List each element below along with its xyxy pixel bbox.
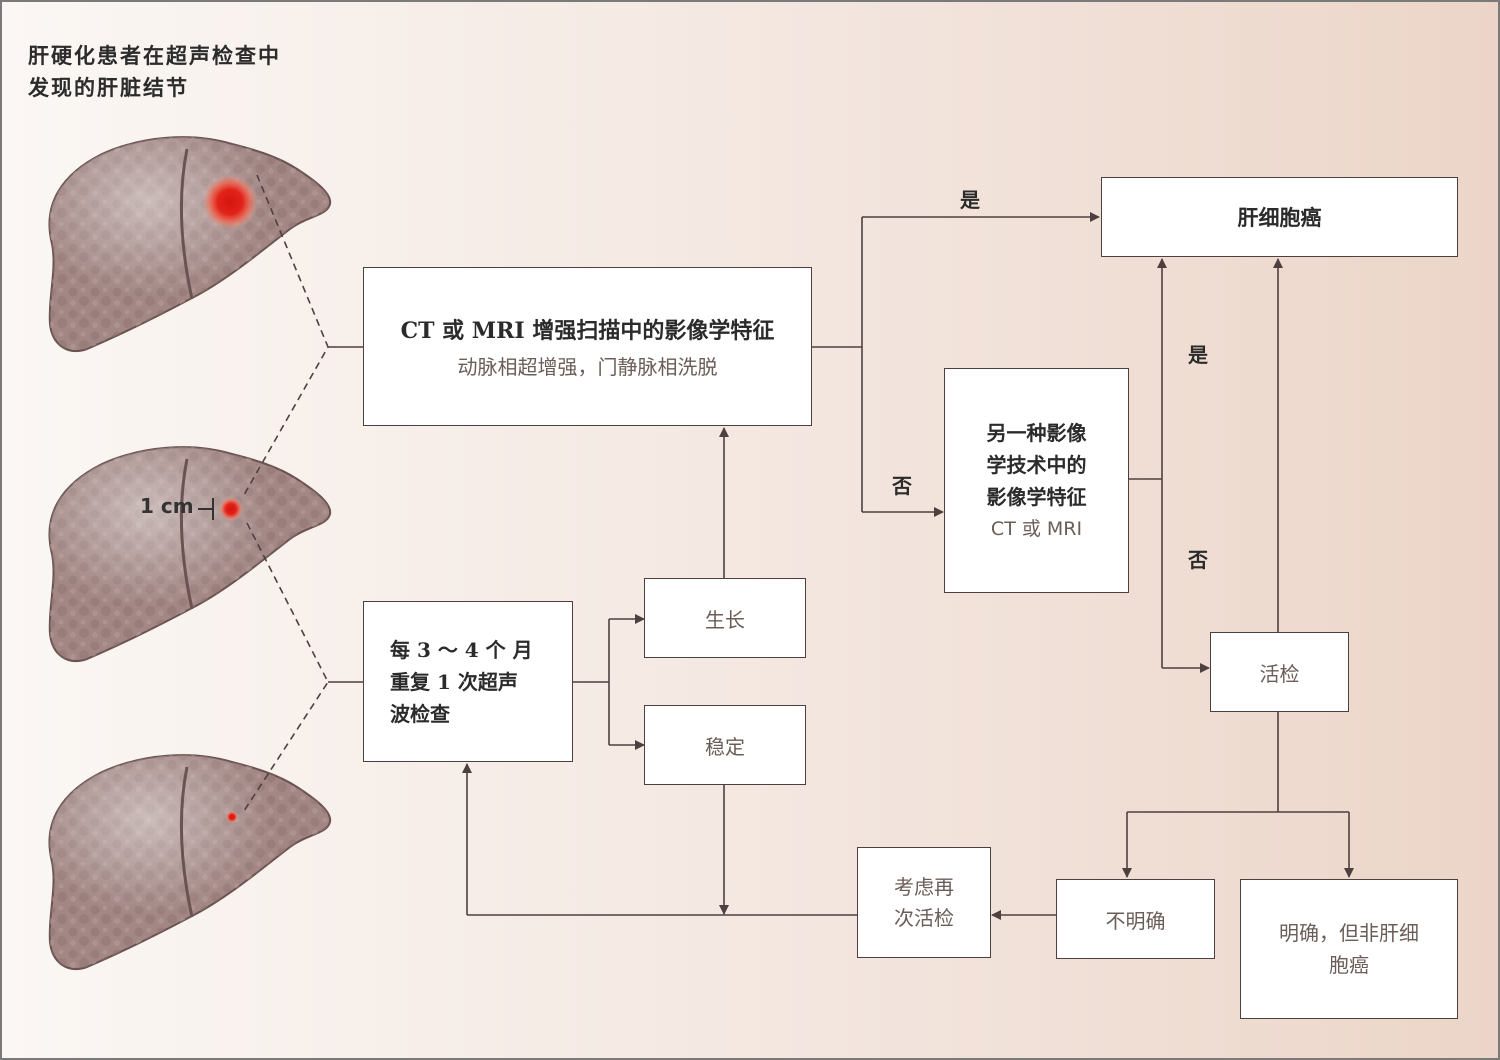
ct-mri-title: CT 或 MRI 增强扫描中的影像学特征 xyxy=(400,318,775,344)
liver-large-nodule xyxy=(47,135,332,353)
liver-medium-nodule xyxy=(47,445,332,663)
repeat-line-1: 每 3 ～ 4 个 月 xyxy=(390,637,533,662)
yes-label-right: 是 xyxy=(1188,343,1208,367)
liver-small-nodule xyxy=(47,753,332,971)
heading-line-1: 肝硬化患者在超声检查中 xyxy=(28,43,281,68)
growth-box: 生长 xyxy=(644,578,806,658)
yes-label-top: 是 xyxy=(960,188,980,212)
heading-line-2: 发现的肝脏结节 xyxy=(28,75,189,100)
definite-line-2: 胞癌 xyxy=(1329,953,1369,977)
stable-label: 稳定 xyxy=(705,734,745,759)
definite-not-hcc-box: 明确，但非肝细 胞癌 xyxy=(1240,879,1458,1019)
repeat-ultrasound-box: 每 3 ～ 4 个 月 重复 1 次超声 波检查 xyxy=(363,601,573,762)
other-imaging-line-1: 另一种影像 xyxy=(986,420,1087,445)
rebiopsy-box: 考虑再 次活检 xyxy=(857,847,991,958)
other-imaging-box: 另一种影像 学技术中的 影像学特征 CT 或 MRI xyxy=(944,368,1129,593)
ct-mri-features-box: CT 或 MRI 增强扫描中的影像学特征 动脉相超增强，门静脉相洗脱 xyxy=(363,267,812,426)
nodule-small xyxy=(226,811,238,823)
scale-label: 1 cm xyxy=(140,494,194,518)
rebiopsy-line-2: 次活检 xyxy=(894,905,954,930)
stable-box: 稳定 xyxy=(644,705,806,785)
nodule-medium xyxy=(219,497,243,521)
unclear-label: 不明确 xyxy=(1105,908,1166,933)
no-label-right: 否 xyxy=(1188,548,1208,572)
ct-mri-subtitle: 动脉相超增强，门静脉相洗脱 xyxy=(457,355,718,379)
rebiopsy-line-1: 考虑再 xyxy=(894,874,954,899)
other-imaging-line-3: 影像学特征 xyxy=(986,484,1087,509)
biopsy-box: 活检 xyxy=(1210,632,1349,712)
unclear-box: 不明确 xyxy=(1056,879,1215,959)
definite-line-1: 明确，但非肝细 xyxy=(1279,921,1419,945)
diagram-heading: 肝硬化患者在超声检查中 发现的肝脏结节 xyxy=(28,40,358,104)
biopsy-label: 活检 xyxy=(1259,661,1300,686)
repeat-line-2: 重复 1 次超声 xyxy=(390,669,518,694)
hcc-label: 肝细胞癌 xyxy=(1237,205,1322,230)
nodule-large xyxy=(202,174,258,230)
other-imaging-sub: CT 或 MRI xyxy=(990,517,1083,540)
other-imaging-line-2: 学技术中的 xyxy=(986,452,1087,477)
hcc-box: 肝细胞癌 xyxy=(1101,177,1458,257)
no-label-left: 否 xyxy=(892,474,912,498)
flow-lines xyxy=(328,212,1354,920)
repeat-line-3: 波检查 xyxy=(390,701,450,726)
growth-label: 生长 xyxy=(705,607,745,632)
